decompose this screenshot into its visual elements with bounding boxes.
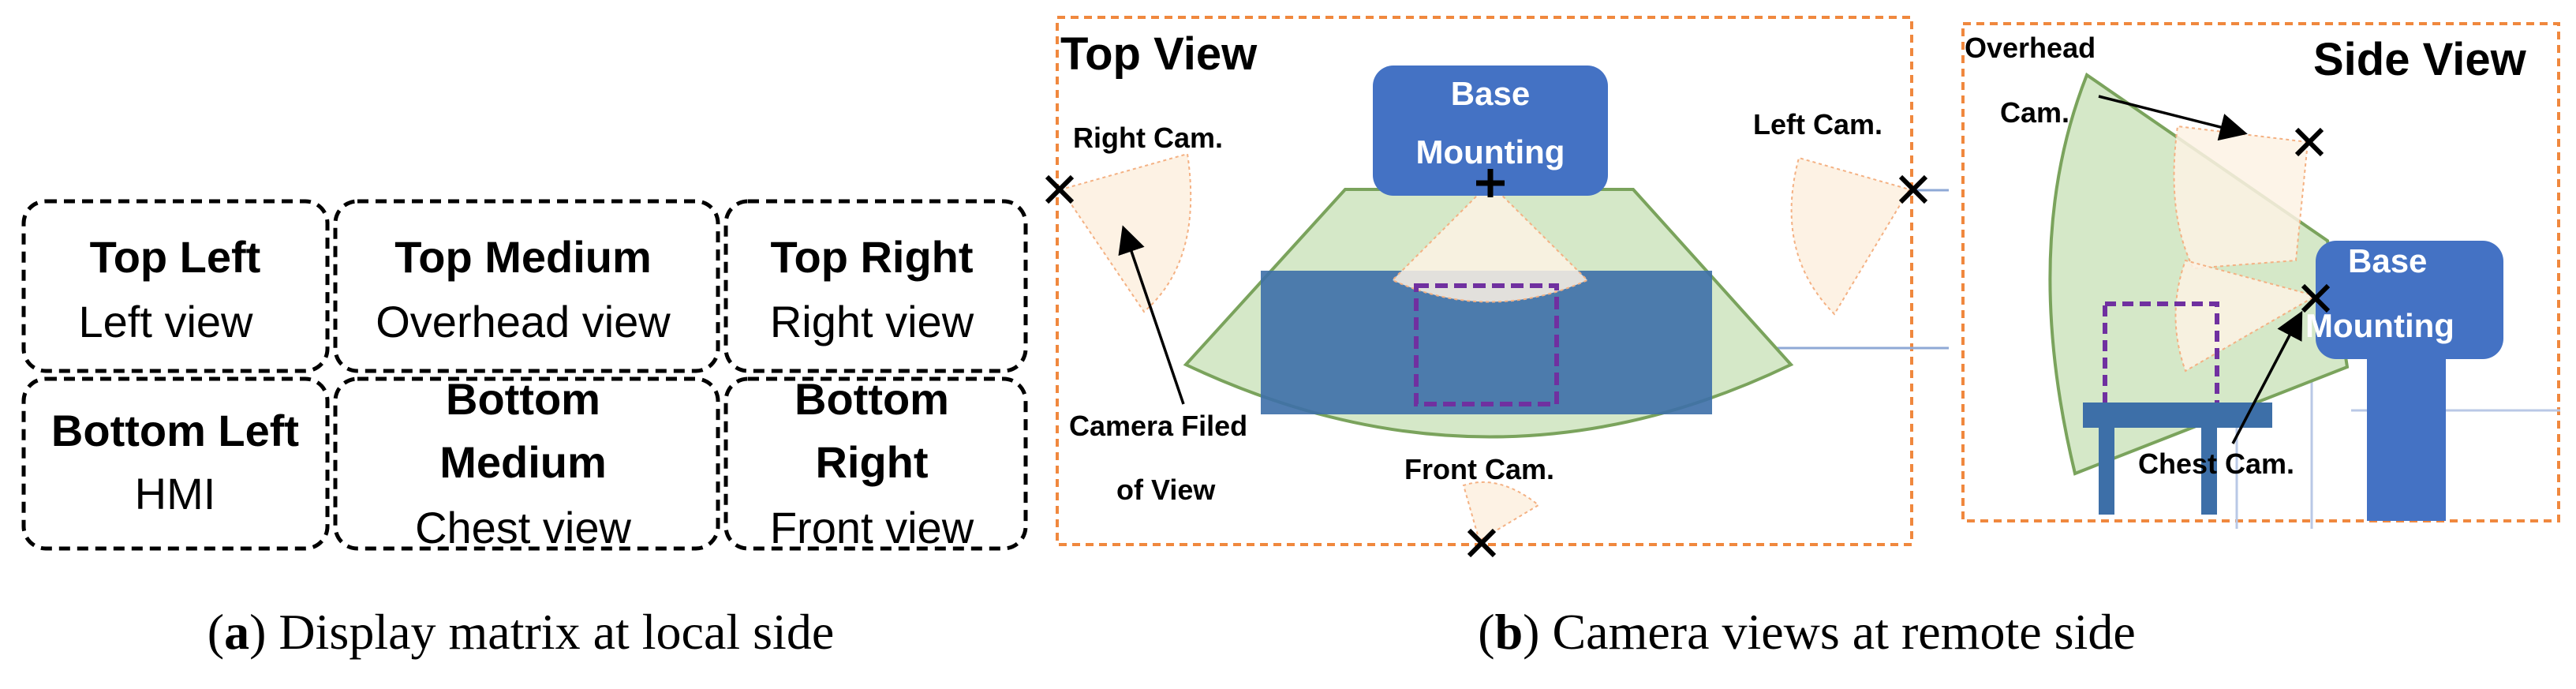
side-view-panel: Base Mounting Side View Overhead Cam. Ch…: [1961, 22, 2560, 529]
cell-subtitle: Right view: [770, 297, 974, 346]
cell-subtitle: Overhead view: [376, 297, 671, 346]
cell-title: Bottom: [446, 374, 600, 424]
table-leg: [2201, 428, 2217, 515]
fov-label: of View: [1116, 474, 1216, 506]
cell-subtitle: Front view: [770, 503, 974, 552]
cell-title: Medium: [439, 437, 607, 487]
top-view-title: Top View: [1060, 28, 1258, 80]
cell-title: Top Right: [770, 232, 973, 282]
side-view-frame: [1961, 22, 2560, 522]
cell-subtitle: Left view: [79, 297, 254, 346]
fov-label: Camera Filed: [1069, 410, 1247, 442]
base-mounting-label: Mounting: [2305, 307, 2454, 344]
camera-marker: [2301, 283, 2331, 313]
overhead-cam-label: Overhead: [1965, 32, 2096, 64]
fov-arrow: [1118, 225, 1185, 405]
base-mounting-label: Mounting: [1416, 133, 1565, 170]
work-area: [1414, 283, 1559, 406]
top-view-frame: [1056, 16, 1913, 546]
base-pillar: [2367, 339, 2446, 521]
chest-cam-arrow: [2231, 310, 2303, 444]
camera-fov-wedge: [1462, 481, 1540, 542]
camera-fov-wedge: [1790, 156, 1911, 316]
cell-subtitle: Chest view: [415, 503, 631, 552]
cell-title: Bottom Left: [51, 406, 299, 455]
cell-title: Top Medium: [394, 232, 652, 282]
matrix-cell-top-right: [723, 199, 1028, 373]
camera-marker: [1898, 174, 1928, 204]
cell-title: Top Left: [90, 232, 261, 282]
camera-marker: [1045, 174, 1075, 204]
display-matrix: Top Left Left view Top Medium Overhead v…: [21, 199, 1028, 552]
matrix-cell-bottom-left: [21, 376, 330, 551]
right-cam-label: Right Cam.: [1073, 122, 1223, 154]
matrix-cell-top-left: [21, 199, 330, 373]
camera-fov-wedge: [1391, 182, 1589, 303]
matrix-cell-bottom-right: [723, 376, 1028, 551]
base-mounting: [1373, 66, 1608, 196]
caption-b: (b) Camera views at remote side: [1478, 604, 2136, 660]
cell-title: Right: [815, 437, 928, 487]
front-cam-label: Front Cam.: [1404, 453, 1554, 485]
camera-marker: [2294, 127, 2324, 157]
camera-fov-wedge: [2174, 259, 2318, 373]
camera-marker: [1467, 528, 1497, 558]
base-mounting-label: Base: [2348, 242, 2427, 279]
cell-title: Bottom: [794, 374, 949, 424]
cell-subtitle: HMI: [135, 469, 216, 519]
overhead-cam-arrow: [2098, 95, 2248, 141]
table-leg: [2099, 428, 2114, 515]
base-mounting: [2316, 241, 2503, 359]
overhead-cam-label: Cam.: [2000, 96, 2069, 129]
left-cam-label: Left Cam.: [1753, 108, 1882, 140]
camera-fov-wedge: [2173, 125, 2309, 270]
caption-a: (a) Display matrix at local side: [208, 604, 834, 660]
base-mounting-label: Base: [1451, 75, 1530, 112]
camera-marker: [1476, 169, 1505, 197]
matrix-cell-bottom-medium: [333, 376, 720, 551]
top-view-panel: Base Mounting Top View Right Cam. Left C…: [1045, 16, 1949, 558]
chest-cam-label: Chest Cam.: [2138, 447, 2294, 480]
side-view-title: Side View: [2313, 34, 2527, 85]
table-top: [2083, 403, 2272, 428]
matrix-cell-top-medium: [333, 199, 720, 373]
